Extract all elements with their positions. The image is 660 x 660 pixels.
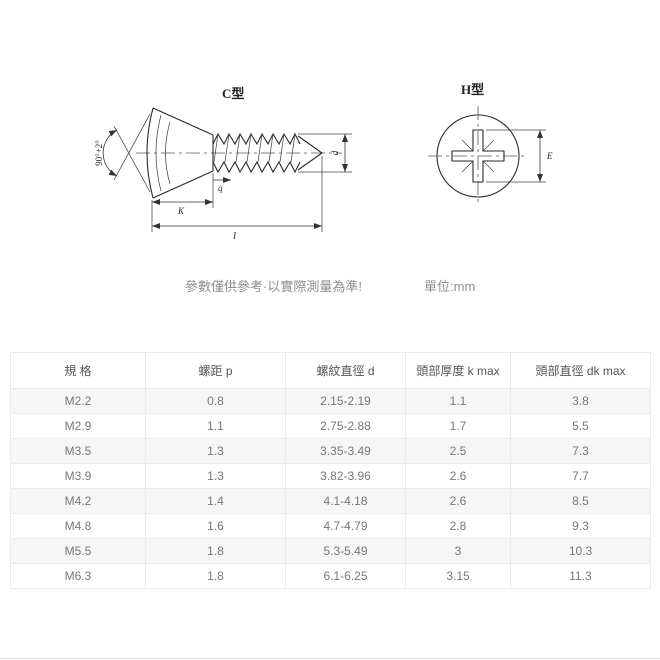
l-label: l <box>233 230 236 242</box>
note-row: 參數僅供參考·以實際測量為準! 單位:mm <box>0 276 660 294</box>
spec-cell: 7.7 <box>510 463 651 489</box>
col-header-spec: 規 格 <box>10 352 146 389</box>
screw-head-inner-arcs <box>155 114 171 192</box>
spec-cell: 7.3 <box>510 438 651 464</box>
table-row: M2.2 0.8 2.15-2.19 1.1 3.8 <box>10 388 651 414</box>
spec-cell: 1.4 <box>145 488 286 514</box>
spec-cell: M5.5 <box>10 538 146 564</box>
k-dimension: K <box>151 173 214 232</box>
spec-cell: 6.1-6.25 <box>285 563 406 589</box>
spec-cell: M4.8 <box>10 513 146 539</box>
phillips-recess-wings <box>461 139 495 173</box>
spec-cell: M3.9 <box>10 463 146 489</box>
table-row: M3.5 1.3 3.35-3.49 2.5 7.3 <box>10 438 651 464</box>
spec-cell: 1.8 <box>145 538 286 564</box>
spec-cell: 2.8 <box>405 513 511 539</box>
angle-label: 90°+2° <box>94 140 104 166</box>
spec-cell: 5.5 <box>510 413 651 439</box>
d-label: d <box>330 150 340 155</box>
cone-angle-annotation: 90°+2° <box>94 113 151 193</box>
thread-flank-lines <box>213 133 296 163</box>
disclaimer-note: 參數僅供參考·以實際測量為準! <box>185 279 362 294</box>
spec-table: 規 格 螺距 p 螺紋直徑 d 頭部厚度 k max 頭部直徑 dk max M… <box>10 352 651 589</box>
spec-cell: M2.9 <box>10 413 146 439</box>
screw-tip <box>297 135 323 171</box>
spec-table-wrapper: 規 格 螺距 p 螺紋直徑 d 頭部厚度 k max 頭部直徑 dk max M… <box>10 352 651 589</box>
spec-cell: 3.15 <box>405 563 511 589</box>
spec-cell: 5.3-5.49 <box>285 538 406 564</box>
spec-cell: 1.1 <box>145 413 286 439</box>
bottom-divider <box>0 658 660 659</box>
k-label: K <box>177 206 185 216</box>
spec-cell: 1.8 <box>145 563 286 589</box>
spec-cell: 1.7 <box>405 413 511 439</box>
c-type-view: C型 <box>94 86 352 242</box>
header-row: 規 格 螺距 p 螺紋直徑 d 頭部厚度 k max 頭部直徑 dk max <box>10 352 651 389</box>
table-row: M4.8 1.6 4.7-4.79 2.8 9.3 <box>10 513 651 539</box>
thread-top-profile <box>212 132 301 146</box>
q-label: q <box>218 183 223 193</box>
table-row: M4.2 1.4 4.1-4.18 2.6 8.5 <box>10 488 651 514</box>
spec-cell: 8.5 <box>510 488 651 514</box>
technical-drawing: C型 <box>94 82 553 242</box>
spec-cell: M6.3 <box>10 563 146 589</box>
spec-cell: 3.35-3.49 <box>285 438 406 464</box>
spec-cell: 1.1 <box>405 388 511 414</box>
thread-bottom-profile <box>212 160 301 174</box>
table-row: M2.9 1.1 2.75-2.88 1.7 5.5 <box>10 413 651 439</box>
unit-label: 單位:mm <box>424 279 476 294</box>
spec-cell: 2.6 <box>405 488 511 514</box>
c-type-label: C型 <box>222 86 244 101</box>
col-header-pitch: 螺距 p <box>145 352 286 389</box>
spec-cell: 2.75-2.88 <box>285 413 406 439</box>
spec-cell: M3.5 <box>10 438 146 464</box>
h-type-view: H型 E <box>428 82 553 206</box>
table-body: M2.2 0.8 2.15-2.19 1.1 3.8 M2.9 1.1 2.75… <box>10 388 651 589</box>
spec-cell: 4.7-4.79 <box>285 513 406 539</box>
spec-cell: 1.3 <box>145 438 286 464</box>
q-dimension: q <box>213 177 231 193</box>
e-label: E <box>546 151 553 161</box>
spec-cell: 2.15-2.19 <box>285 388 406 414</box>
table-header: 規 格 螺距 p 螺紋直徑 d 頭部厚度 k max 頭部直徑 dk max <box>10 352 651 389</box>
spec-cell: 3.82-3.96 <box>285 463 406 489</box>
spec-cell: 0.8 <box>145 388 286 414</box>
spec-cell: 10.3 <box>510 538 651 564</box>
table-row: M5.5 1.8 5.3-5.49 3 10.3 <box>10 538 651 564</box>
spec-cell: 4.1-4.18 <box>285 488 406 514</box>
table-row: M3.9 1.3 3.82-3.96 2.6 7.7 <box>10 463 651 489</box>
col-header-thread-diameter: 螺紋直徑 d <box>285 352 406 389</box>
l-dimension: l <box>152 156 323 242</box>
spec-cell: 3 <box>405 538 511 564</box>
spec-cell: 9.3 <box>510 513 651 539</box>
col-header-head-diameter: 頭部直徑 dk max <box>510 352 651 389</box>
spec-cell: 2.5 <box>405 438 511 464</box>
spec-cell: 3.8 <box>510 388 651 414</box>
spec-cell: 1.3 <box>145 463 286 489</box>
d-dimension: d <box>298 133 352 173</box>
table-row: M6.3 1.8 6.1-6.25 3.15 11.3 <box>10 563 651 589</box>
spec-cell: 2.6 <box>405 463 511 489</box>
screw-head-outline <box>146 107 214 199</box>
e-dimension: E <box>486 129 553 183</box>
col-header-head-thickness: 頭部厚度 k max <box>405 352 511 389</box>
spec-cell: 11.3 <box>510 563 651 589</box>
spec-cell: M2.2 <box>10 388 146 414</box>
spec-cell: 1.6 <box>145 513 286 539</box>
spec-cell: M4.2 <box>10 488 146 514</box>
h-type-label: H型 <box>461 82 484 97</box>
